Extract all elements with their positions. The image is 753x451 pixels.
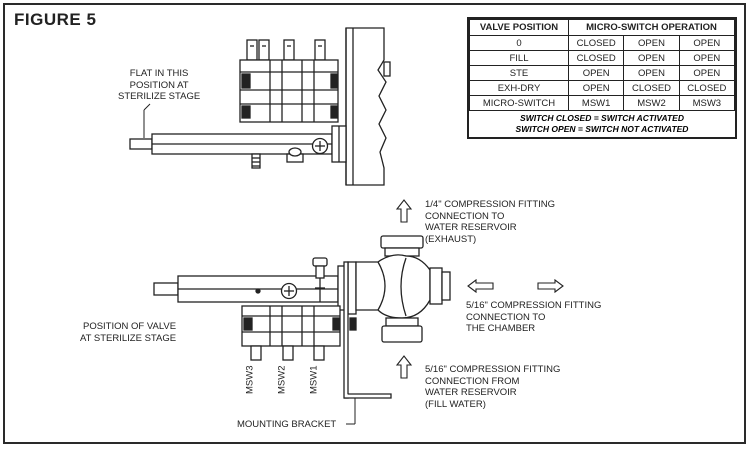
phillips-screw-icon bbox=[280, 282, 298, 300]
label-flat-in-this-position: FLAT IN THIS POSITION AT STERILIZE STAGE bbox=[118, 68, 200, 103]
terminal-tabs bbox=[246, 39, 326, 61]
label-line: CONNECTION TO bbox=[425, 210, 505, 222]
label-msw3: MSW3 bbox=[244, 365, 256, 395]
label-line: (EXHAUST) bbox=[425, 233, 477, 245]
note-switch-closed: SWITCH CLOSED = SWITCH ACTIVATED bbox=[520, 113, 684, 123]
label-line: WATER RESERVOIR bbox=[425, 222, 517, 233]
bottom-valve-assembly bbox=[153, 235, 451, 399]
label-line: POSITION AT bbox=[129, 79, 189, 91]
figure-title: FIGURE 5 bbox=[14, 10, 97, 29]
label-line: AT STERILIZE STAGE bbox=[80, 332, 177, 344]
phillips-screw-icon bbox=[311, 137, 329, 155]
label-fill-water-fitting: 5/16" COMPRESSION FITTING CONNECTION FRO… bbox=[425, 364, 560, 410]
table-cell: MICRO-SWITCH bbox=[469, 95, 569, 111]
table-header-row: VALVE POSITION MICRO-SWITCH OPERATION bbox=[469, 19, 735, 36]
label-line: 1/4" COMPRESSION FITTING bbox=[425, 199, 556, 210]
label-line: 5/16" COMPRESSION FITTING bbox=[425, 364, 561, 375]
arrow-up-icon bbox=[395, 199, 413, 223]
label-line: (FILL WATER) bbox=[425, 398, 486, 410]
table-cell: MSW3 bbox=[678, 95, 736, 111]
top-valve-assembly bbox=[129, 27, 391, 186]
table-row: MICRO-SWITCH MSW1 MSW2 MSW3 bbox=[469, 95, 736, 111]
micro-switch-stack-top bbox=[239, 59, 339, 123]
label-line: WATER RESERVOIR bbox=[425, 387, 517, 398]
shaft-top bbox=[129, 125, 347, 163]
label-line: STERILIZE STAGE bbox=[118, 91, 201, 102]
arrow-left-icon bbox=[467, 278, 494, 294]
label-line: FLAT IN THIS bbox=[129, 68, 189, 79]
label-msw2: MSW2 bbox=[276, 365, 288, 395]
table-row: FILL CLOSED OPEN OPEN bbox=[469, 50, 736, 66]
table-row: EXH-DRY OPEN CLOSED CLOSED bbox=[469, 80, 736, 96]
arrow-right-icon bbox=[537, 278, 564, 294]
label-position-of-valve: POSITION OF VALVE AT STERILIZE STAGE bbox=[80, 321, 176, 344]
mounting-bracket bbox=[343, 261, 392, 399]
note-switch-open: SWITCH OPEN = SWITCH NOT ACTIVATED bbox=[515, 124, 689, 134]
label-line: POSITION OF VALVE bbox=[82, 321, 177, 332]
figure-border bbox=[3, 3, 746, 444]
table-notes: SWITCH CLOSED = SWITCH ACTIVATED SWITCH … bbox=[469, 111, 735, 135]
micro-switch-table: VALVE POSITION MICRO-SWITCH OPERATION 0 … bbox=[467, 17, 737, 139]
label-line: THE CHAMBER bbox=[466, 323, 536, 334]
label-chamber-fitting: 5/16" COMPRESSION FITTING CONNECTION TO … bbox=[466, 300, 601, 335]
micro-switch-stack-bottom bbox=[241, 305, 357, 361]
label-msw1: MSW1 bbox=[308, 365, 320, 395]
label-mounting-bracket: MOUNTING BRACKET bbox=[237, 419, 337, 430]
table-row: 0 CLOSED OPEN OPEN bbox=[469, 35, 736, 51]
label-line: CONNECTION FROM bbox=[425, 375, 520, 387]
label-line: 5/16" COMPRESSION FITTING bbox=[466, 300, 602, 311]
label-line: CONNECTION TO bbox=[466, 311, 546, 323]
valve-body bbox=[355, 235, 451, 343]
arrow-up-icon bbox=[395, 355, 413, 379]
label-exhaust-fitting: 1/4" COMPRESSION FITTING CONNECTION TO W… bbox=[425, 199, 555, 245]
